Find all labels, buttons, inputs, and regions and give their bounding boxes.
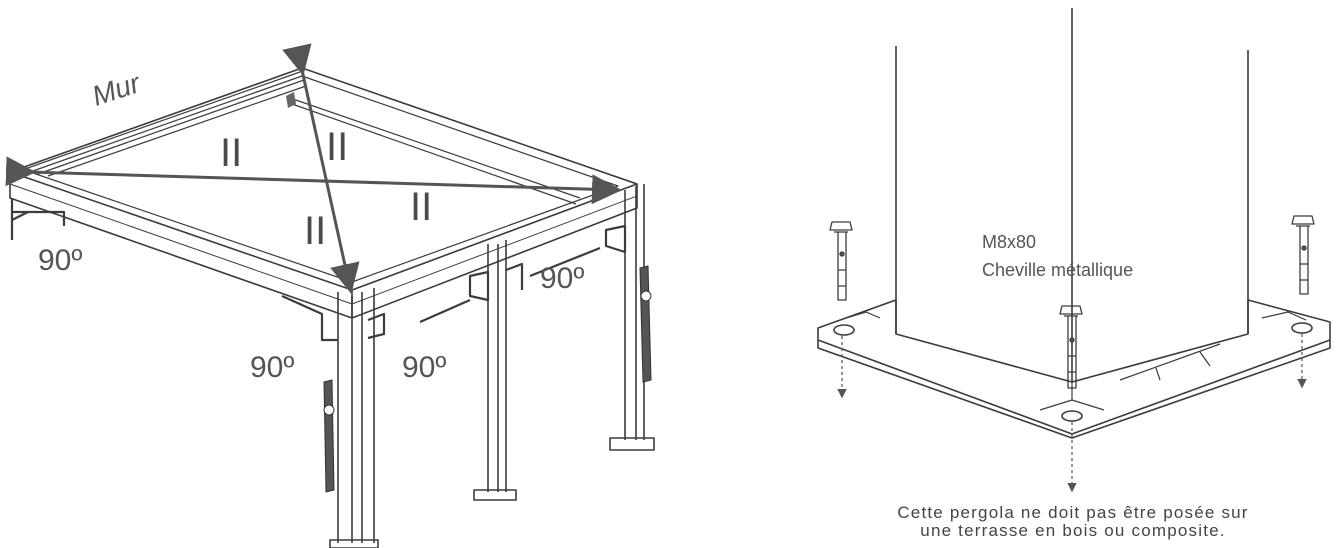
anchor-name-label: Cheville métallique [982,260,1133,280]
angle-label-front-right: 90º [402,351,446,384]
angle-label-front-left: 90º [250,351,294,384]
caption-line-2: une terrasse en bois ou composite. [920,521,1225,540]
wall-label: Mur [88,67,145,112]
roof-frame-front-right [351,184,638,319]
bracket [468,270,490,302]
parallel-mark: II [304,209,326,253]
bracket [10,198,66,240]
post-middle [487,240,507,492]
anchor-bolt-icon [1291,215,1315,295]
parallel-mark: II [410,185,432,229]
angle-label-left: 90º [38,244,82,277]
post-front [337,288,375,543]
bracket [505,262,524,290]
diagonal-arrow [282,43,360,294]
diagonal-arrow [5,156,622,205]
bracket [281,294,338,342]
caption-line-1: Cette pergola ne doit pas être posée sur [897,503,1248,522]
pergola-drawing [5,43,655,548]
base-plate [817,299,1331,435]
parallel-mark: II [326,125,348,169]
bracket [604,224,627,254]
anchor-bolt-icon [829,221,853,301]
anchor-bolt-icon [1059,305,1083,389]
post [895,8,1249,382]
anchor-hole [1061,410,1083,422]
anchor-hole [833,324,855,336]
level-tool-icon [323,265,652,493]
bracket [367,312,386,340]
angle-label-right: 90º [540,262,584,295]
anchor-hole [1291,322,1313,334]
post-base-drawing [817,8,1331,493]
anchor-spec-label: M8x80 [982,232,1036,252]
parallel-mark: II [220,131,242,175]
